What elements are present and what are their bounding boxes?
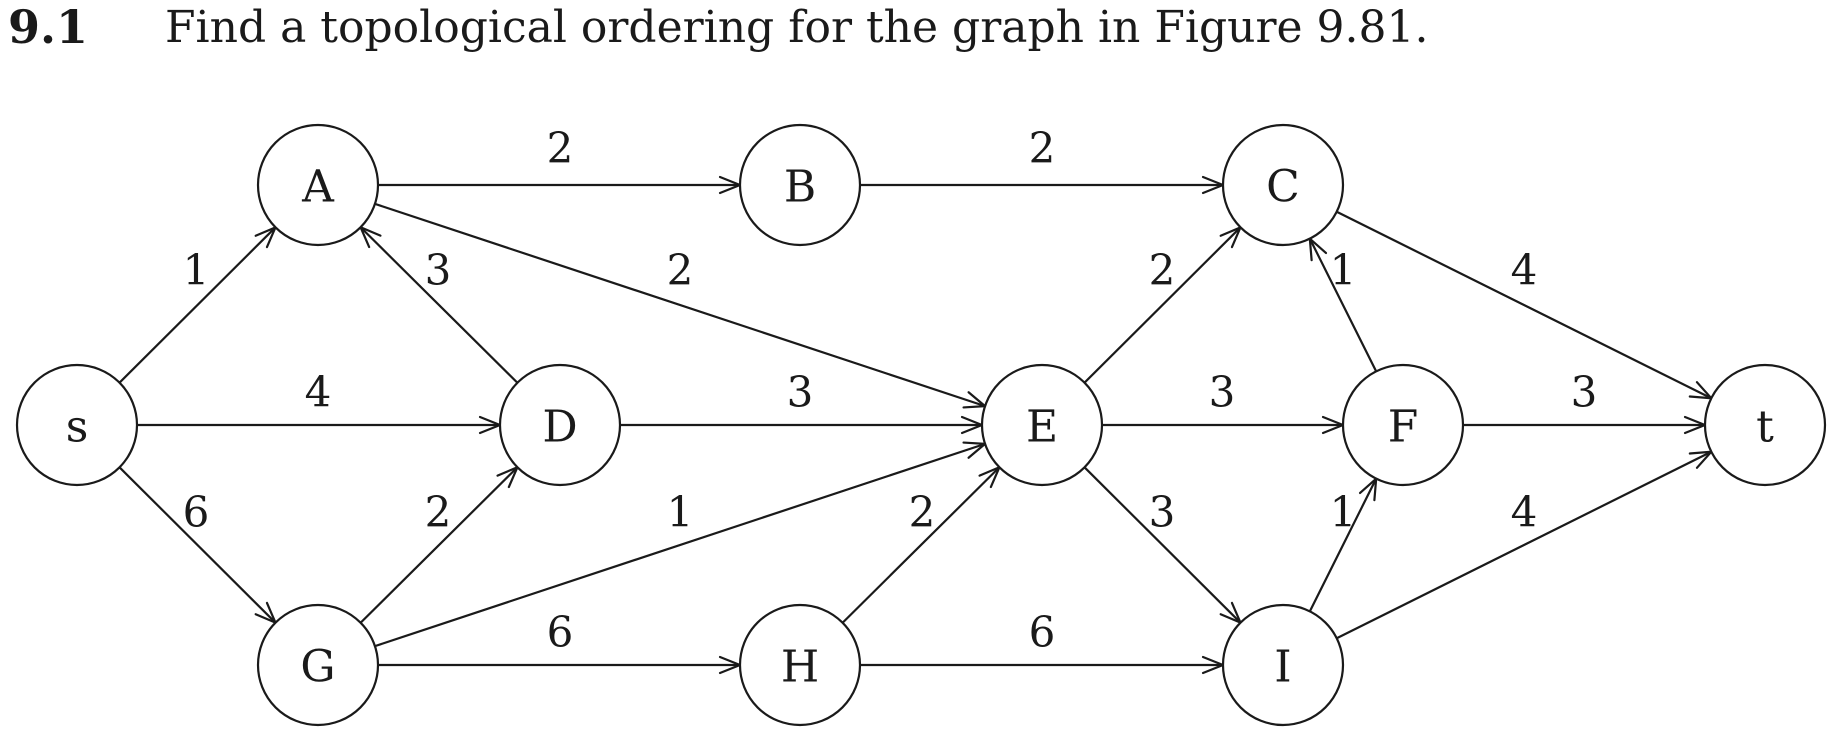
- node-F: F: [1341, 363, 1465, 487]
- node-circle: [15, 363, 139, 487]
- edge-A-E: [374, 202, 987, 409]
- node-label: A: [301, 162, 335, 213]
- node-label: s: [66, 402, 89, 453]
- node-label: C: [1266, 162, 1300, 213]
- edge-weight-s-D: 4: [305, 368, 332, 417]
- edge-weight-H-E: 2: [909, 488, 936, 537]
- node-label: B: [784, 162, 816, 213]
- edge-line: [1308, 478, 1378, 612]
- edges-layer: [118, 175, 1713, 675]
- node-circle: [256, 603, 380, 727]
- node-D: D: [498, 363, 622, 487]
- node-label: I: [1274, 642, 1291, 693]
- node-circle: [1703, 363, 1827, 487]
- node-I: I: [1221, 603, 1345, 727]
- edge-weight-B-C: 2: [1029, 124, 1056, 173]
- edge-weight-G-E: 1: [667, 488, 694, 537]
- edge-weight-G-H: 6: [547, 608, 574, 657]
- edge-weight-I-t: 4: [1511, 488, 1538, 537]
- node-circle: [738, 603, 862, 727]
- edge-weight-D-A: 3: [425, 246, 452, 295]
- edge-line: [1336, 210, 1712, 400]
- node-B: B: [738, 123, 862, 247]
- node-circle: [738, 123, 862, 247]
- node-label: G: [300, 642, 335, 693]
- node-label: H: [781, 642, 819, 693]
- node-s: s: [15, 363, 139, 487]
- edge-weight-C-t: 4: [1511, 246, 1538, 295]
- edge-weight-s-G: 6: [183, 488, 210, 537]
- node-label: t: [1756, 402, 1774, 453]
- edge-B-C: [860, 175, 1225, 195]
- edge-G-E: [374, 441, 987, 648]
- edge-D-E: [620, 415, 984, 435]
- problem-text: Find a topological ordering for the grap…: [165, 2, 1429, 53]
- edge-weight-G-D: 2: [425, 488, 452, 537]
- edge-F-t: [1463, 415, 1707, 435]
- node-t: t: [1703, 363, 1827, 487]
- node-circle: [980, 363, 1104, 487]
- edge-line: [1308, 238, 1378, 372]
- edge-weight-E-I: 3: [1149, 488, 1176, 537]
- edge-H-I: [860, 655, 1225, 675]
- edge-line: [1083, 466, 1242, 624]
- node-circle: [1341, 363, 1465, 487]
- edge-line: [374, 442, 986, 648]
- nodes-layer: s A B C D E F G H It: [15, 123, 1827, 727]
- node-E: E: [980, 363, 1104, 487]
- edge-weight-A-E: 2: [667, 246, 694, 295]
- edge-line: [118, 226, 277, 384]
- edge-G-H: [378, 655, 742, 675]
- node-label: D: [542, 402, 577, 453]
- edge-weight-F-C: 1: [1330, 246, 1357, 295]
- problem-statement: 9.1 Find a topological ordering for the …: [8, 0, 1808, 62]
- edge-line: [841, 466, 1001, 624]
- edge-line: [1336, 450, 1712, 640]
- edge-weight-E-C: 2: [1149, 246, 1176, 295]
- node-G: G: [256, 603, 380, 727]
- node-H: H: [738, 603, 862, 727]
- node-label: E: [1026, 402, 1058, 453]
- edge-weight-A-B: 2: [547, 124, 574, 173]
- node-A: A: [256, 123, 380, 247]
- edge-line: [359, 466, 519, 624]
- edge-weight-D-E: 3: [787, 368, 814, 417]
- edge-line: [118, 466, 277, 624]
- edge-line: [374, 202, 986, 408]
- edge-s-D: [137, 415, 502, 435]
- node-circle: [498, 363, 622, 487]
- node-label: F: [1388, 402, 1419, 453]
- node-circle: [1221, 123, 1345, 247]
- edge-line: [1083, 226, 1242, 384]
- edge-weight-E-F: 3: [1209, 368, 1236, 417]
- edge-A-B: [378, 175, 742, 195]
- node-circle: [256, 123, 380, 247]
- edge-weight-F-t: 3: [1571, 368, 1598, 417]
- edge-weight-s-A: 1: [183, 246, 210, 295]
- edge-E-F: [1102, 415, 1345, 435]
- edge-line: [359, 226, 519, 384]
- problem-number: 9.1: [8, 0, 89, 54]
- node-C: C: [1221, 123, 1345, 247]
- edge-weight-I-F: 1: [1330, 488, 1357, 537]
- weights-layer: 1 4 6 2 2 3 3 2 1 6 2 2 6 2 3 3 1 1 4 3 4: [183, 124, 1598, 657]
- edge-weight-H-I: 6: [1029, 608, 1056, 657]
- node-circle: [1221, 603, 1345, 727]
